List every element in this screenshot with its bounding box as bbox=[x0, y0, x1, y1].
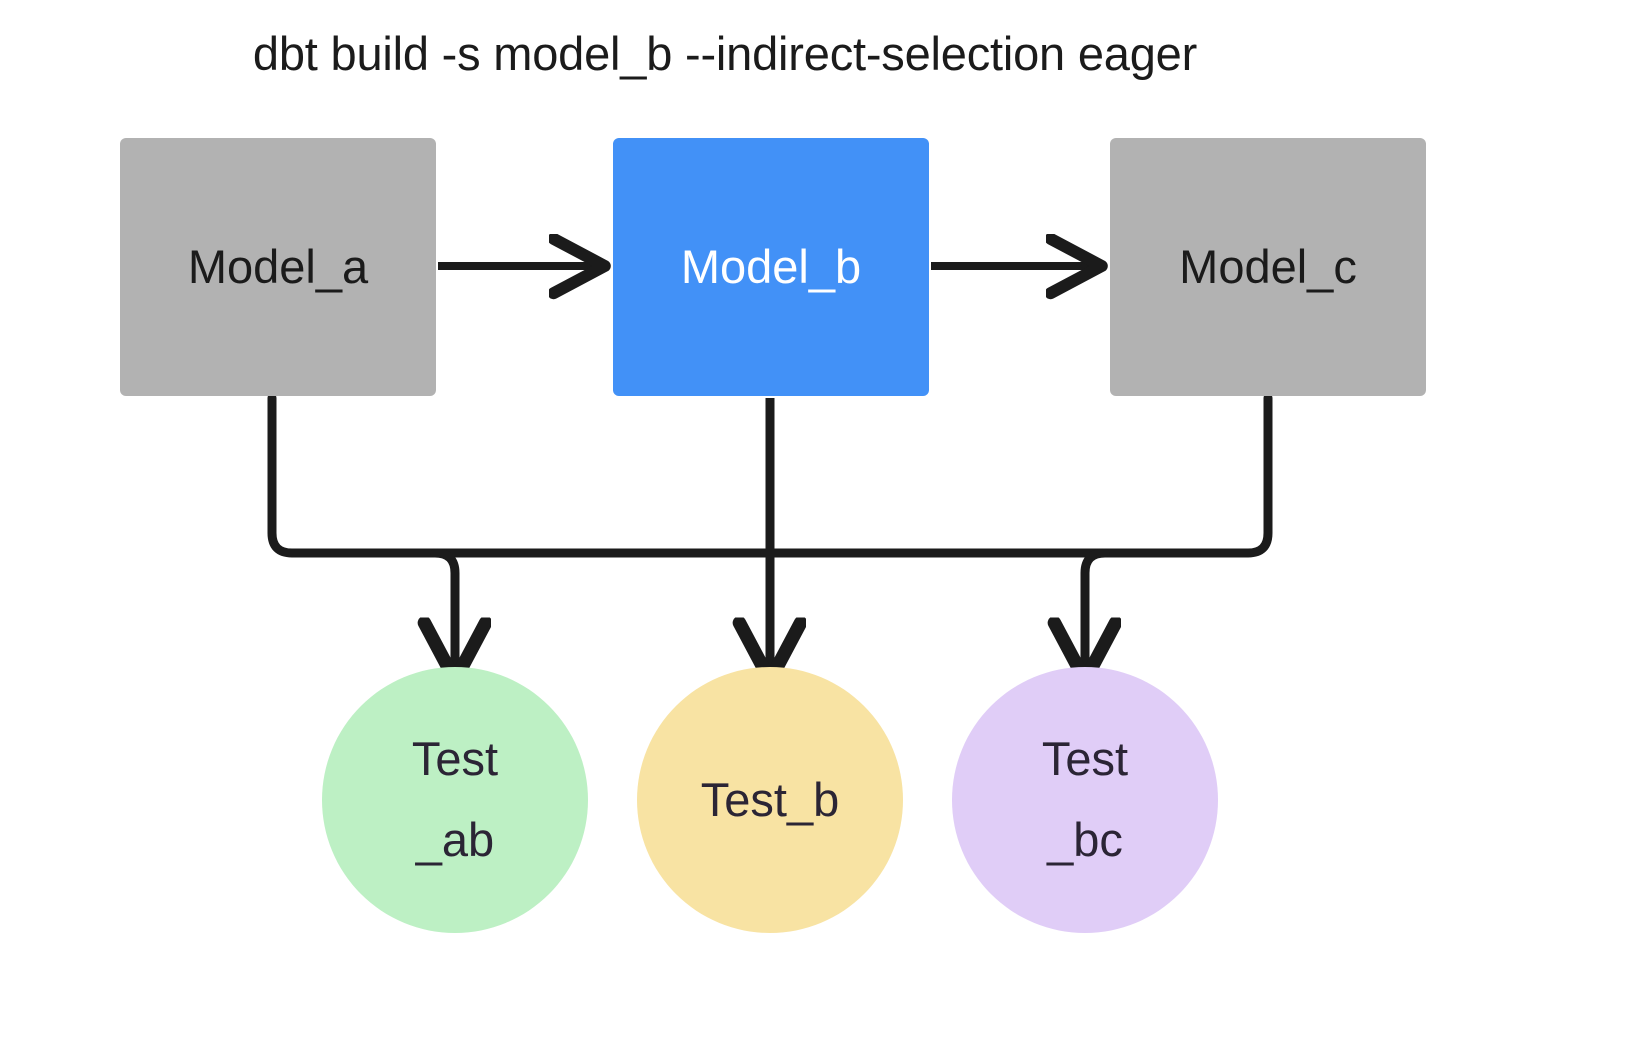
node-model-a[interactable]: Model_a bbox=[120, 138, 436, 396]
node-model-a-label: Model_a bbox=[187, 240, 369, 294]
node-test-ab-label-line1: Test bbox=[411, 732, 499, 786]
node-test-bc-label-line1: Test bbox=[1041, 732, 1129, 786]
edge-model-c-to-test-bc bbox=[760, 393, 1273, 558]
node-test-bc[interactable]: Test _bc bbox=[952, 667, 1218, 933]
node-test-b[interactable]: Test_b bbox=[637, 667, 903, 933]
edge-model-a-to-test-ab bbox=[267, 393, 780, 558]
node-model-c[interactable]: Model_c bbox=[1110, 138, 1426, 396]
diagram-title: dbt build -s model_b --indirect-selectio… bbox=[252, 27, 1198, 80]
edge-bus-to-test-ab bbox=[435, 548, 455, 675]
node-model-b[interactable]: Model_b bbox=[613, 138, 929, 396]
edge-bus-to-test-bc bbox=[1085, 548, 1105, 675]
node-test-ab[interactable]: Test _ab bbox=[322, 667, 588, 933]
node-model-b-label: Model_b bbox=[680, 240, 862, 294]
node-test-b-label-line1: Test_b bbox=[700, 772, 840, 826]
node-test-ab-label-line2: _ab bbox=[415, 813, 495, 866]
node-test-bc-label-line2: _bc bbox=[1047, 813, 1123, 866]
node-model-c-label: Model_c bbox=[1179, 240, 1357, 294]
